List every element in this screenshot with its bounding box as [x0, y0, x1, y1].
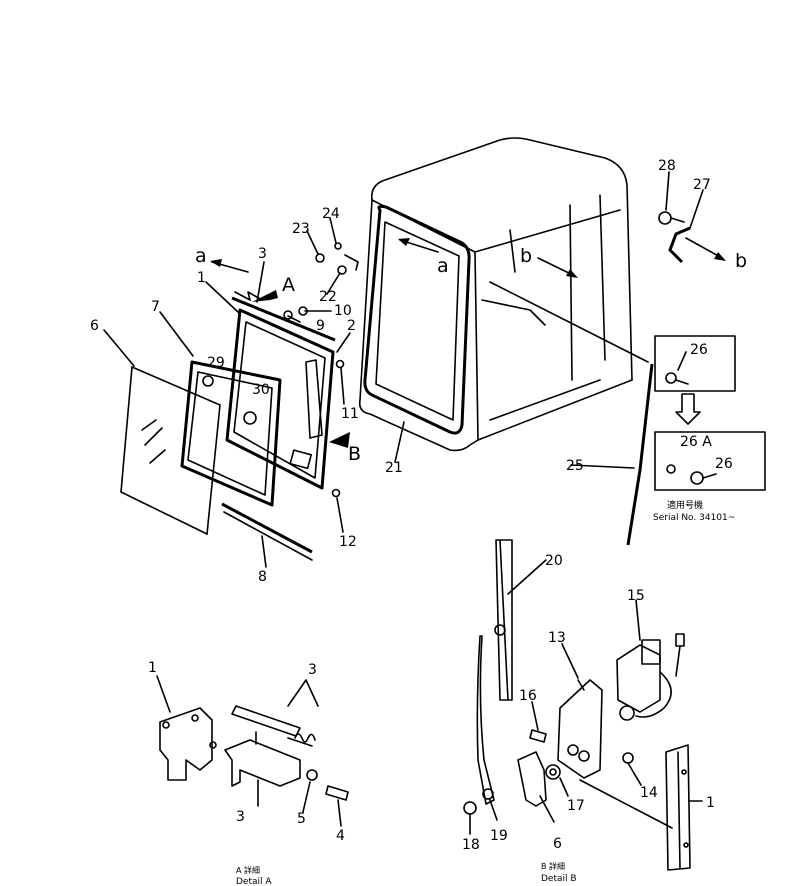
callout-28: 28 [658, 158, 676, 174]
detail-a-drawing [156, 675, 349, 827]
window-seal [180, 360, 282, 507]
serial-note-en: Serial No. 34101~ [653, 513, 735, 523]
detail-b-en: Detail B [541, 874, 577, 884]
serial-note-jp: 適用号機 [667, 499, 703, 511]
view-letter-a-left: a [195, 245, 207, 267]
detail-a-jp: A 詳細 [236, 865, 260, 875]
callout-27: 27 [693, 177, 711, 193]
detail-b-jp: B 詳細 [541, 861, 565, 871]
callout-18: 18 [462, 837, 480, 853]
callout-22: 22 [319, 289, 337, 305]
detail-a-en: Detail A [236, 877, 272, 886]
callout-25: 25 [566, 458, 584, 474]
callout-3-detA-top: 3 [308, 662, 317, 678]
callout-15: 15 [627, 588, 645, 604]
view-arrow-B: B [348, 443, 361, 465]
view-arrow-A: A [282, 274, 295, 296]
callout-13: 13 [548, 630, 566, 646]
view-letter-a-cab: a [437, 255, 449, 277]
callout-21: 21 [385, 460, 403, 476]
callout-7: 7 [151, 299, 160, 315]
callout-16: 16 [519, 688, 537, 704]
view-letter-b-right: b [735, 250, 747, 272]
window-frame [225, 308, 335, 490]
callout-20: 20 [545, 553, 563, 569]
callout-23: 23 [292, 221, 310, 237]
callout-9: 9 [316, 318, 325, 334]
callout-numbers: 6 7 1 3 23 24 22 10 9 2 29 30 11 21 12 8… [90, 158, 733, 853]
callout-5: 5 [297, 811, 306, 827]
callout-1-detB: 1 [706, 795, 715, 811]
callout-11: 11 [341, 406, 359, 422]
labels: 適用号機 Serial No. 34101~ A 詳細 Detail A B 詳… [236, 499, 735, 886]
callout-14: 14 [640, 785, 658, 801]
callout-26-bottom: 26 [715, 456, 733, 472]
detail-b-drawing [463, 539, 703, 871]
callout-4: 4 [336, 828, 345, 844]
window-assembly: a A B [120, 242, 361, 561]
callout-26A: 26 A [680, 434, 712, 450]
callout-2: 2 [347, 318, 356, 334]
glass-pane [120, 365, 221, 536]
callout-8: 8 [258, 569, 267, 585]
callout-17: 17 [567, 798, 585, 814]
pipe-assembly: b [658, 171, 747, 272]
callout-19: 19 [490, 828, 508, 844]
callout-10: 10 [334, 303, 352, 319]
callout-6: 6 [90, 318, 99, 334]
callout-30: 30 [252, 382, 270, 398]
callout-1: 1 [197, 270, 206, 286]
callout-29: 29 [207, 355, 225, 371]
view-letter-b-cab: b [520, 245, 532, 267]
callout-24: 24 [322, 206, 340, 222]
callout-26-top: 26 [690, 342, 708, 358]
callout-3-detA-bottom: 3 [236, 809, 245, 825]
callout-6-detB: 6 [553, 836, 562, 852]
cab-body: a b [358, 137, 649, 452]
leader-lines [103, 217, 405, 568]
serial-box [654, 335, 766, 491]
callout-3: 3 [258, 246, 267, 262]
handle-rod-25 [570, 363, 654, 546]
callout-1-detA: 1 [148, 660, 157, 676]
callout-12: 12 [339, 534, 357, 550]
